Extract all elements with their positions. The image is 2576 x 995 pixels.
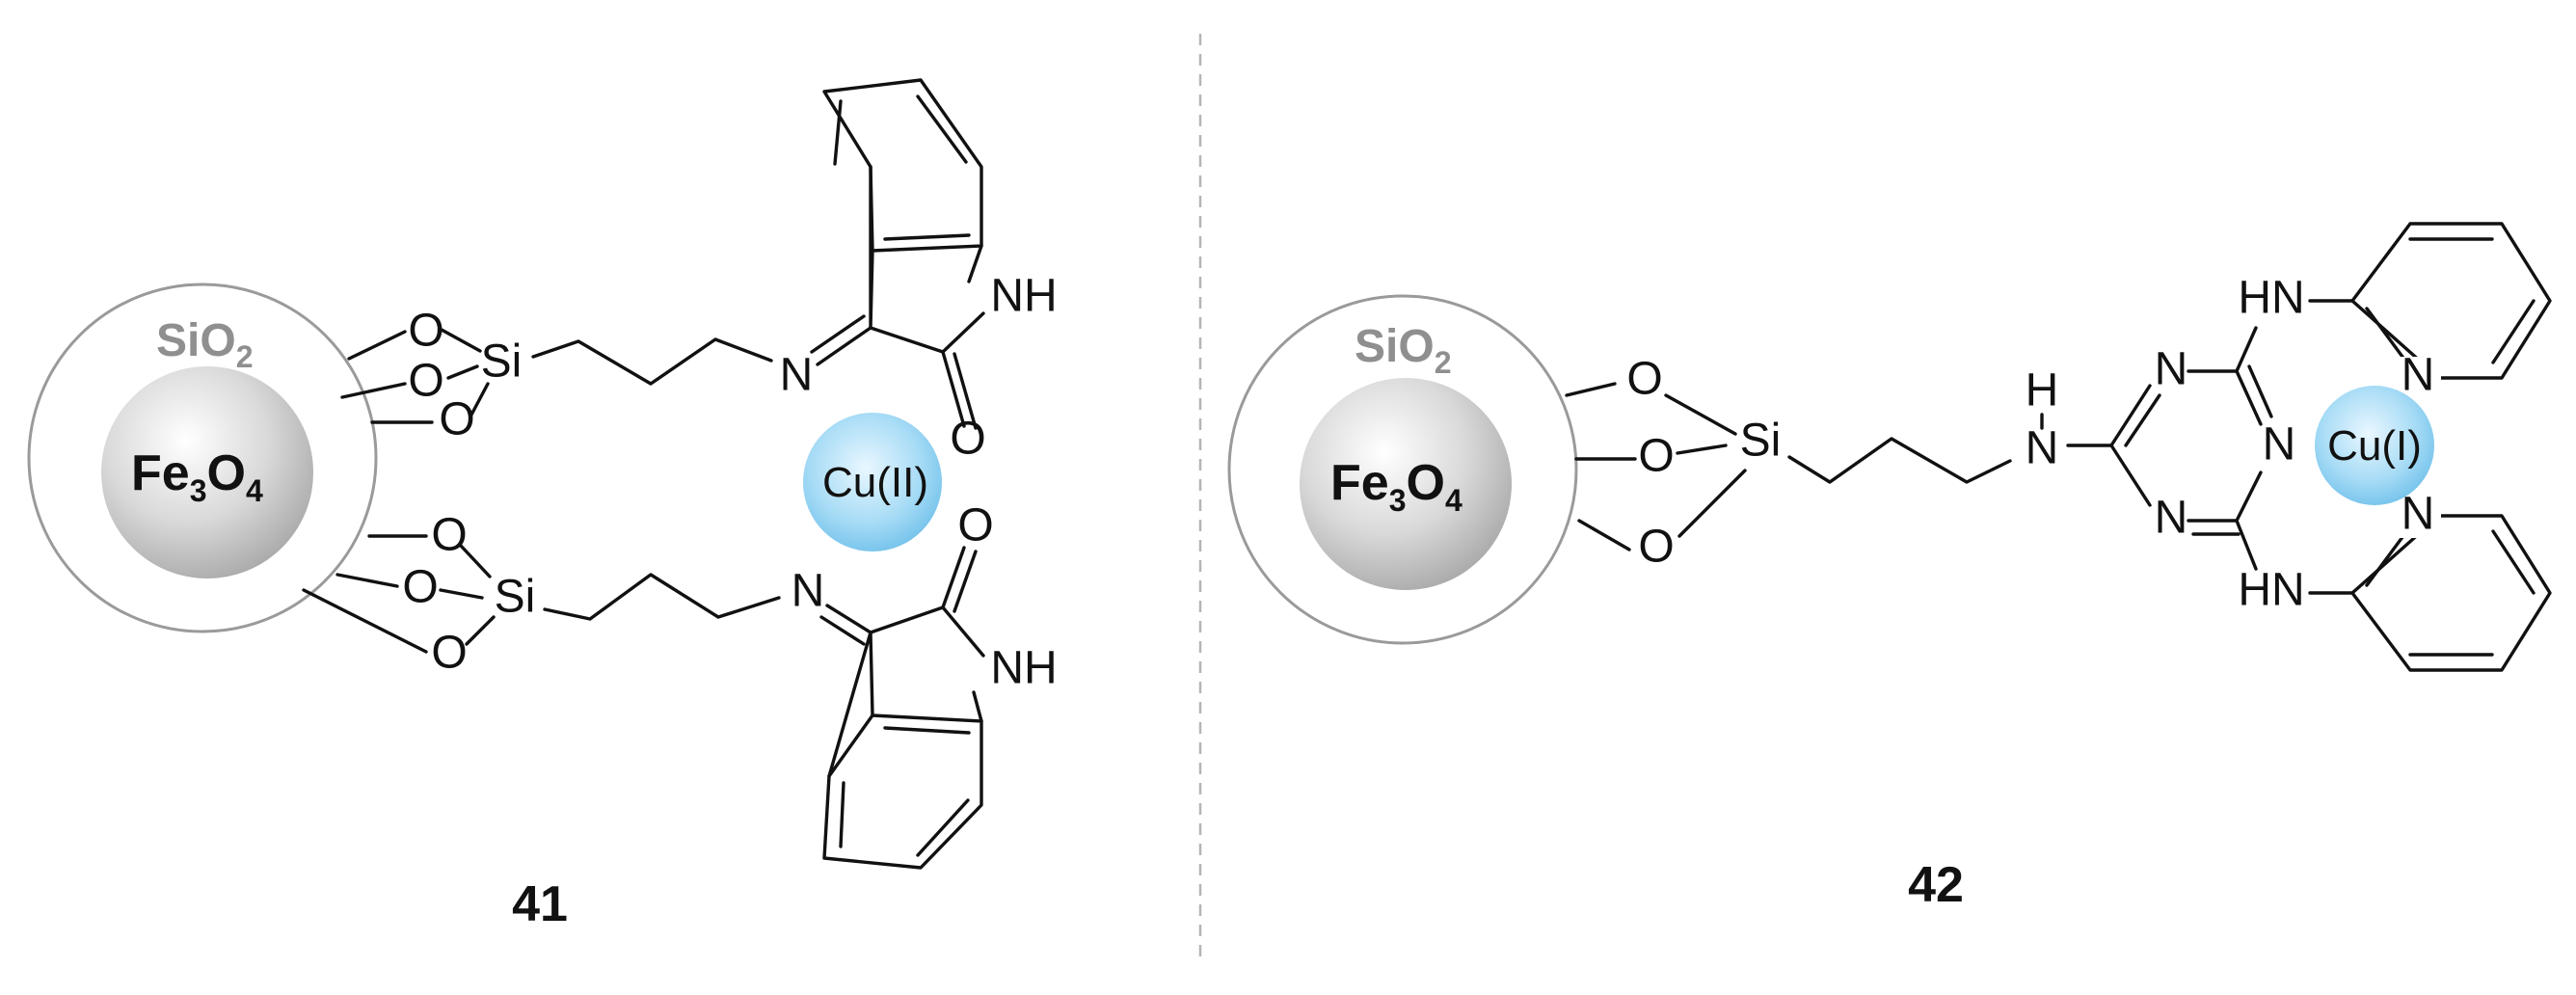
- lower-silane-anchor: O O O Si: [302, 510, 536, 679]
- amine-nitrogen: N: [2026, 423, 2059, 474]
- magnetite-core: [101, 366, 313, 578]
- silicon-atom: Si: [1740, 416, 1782, 467]
- oxygen-atom: O: [408, 356, 443, 407]
- hn-group: HN: [2238, 565, 2304, 616]
- oxygen-atom: O: [1638, 431, 1674, 482]
- oxygen-atom: O: [439, 394, 474, 445]
- copper-ii-ion: [803, 413, 942, 551]
- upper-isatin-ligand: N O NH: [531, 78, 1058, 465]
- shell-label: SiO2: [1355, 321, 1451, 380]
- pyridine-nitrogen: N: [2402, 489, 2435, 540]
- silicon-atom: Si: [481, 336, 523, 388]
- propylamine-linker: H N: [1787, 365, 2113, 484]
- oxygen-atom: O: [431, 510, 467, 561]
- core-label: Fe3O4: [1330, 455, 1462, 518]
- carbonyl-oxygen: O: [950, 414, 985, 465]
- shell-label: SiO2: [156, 315, 253, 374]
- oxygen-atom: O: [1638, 522, 1674, 573]
- silane-anchor: O O O Si: [1565, 354, 1782, 573]
- lower-pyridylamine: HN N: [2235, 489, 2552, 672]
- copper-i-label: Cu(I): [2327, 422, 2422, 470]
- triazine-ring: N N N: [2109, 344, 2296, 544]
- carbonyl-oxygen: O: [957, 500, 993, 551]
- oxygen-atom: O: [408, 306, 443, 357]
- triazine-nitrogen: N: [2155, 344, 2188, 395]
- silicon-atom: Si: [495, 572, 536, 623]
- upper-pyridylamine: HN N: [2235, 222, 2552, 401]
- silica-shell: [27, 282, 378, 633]
- compound-number: 42: [1908, 857, 1964, 913]
- copper-ii-label: Cu(II): [822, 459, 928, 506]
- triazine-nitrogen: N: [2263, 419, 2296, 471]
- imine-nitrogen: N: [780, 350, 814, 401]
- hn-group: HN: [2238, 273, 2304, 324]
- oxygen-atom: O: [1626, 354, 1662, 405]
- lower-isatin-ligand: N O NH: [543, 500, 1058, 870]
- pyridine-nitrogen: N: [2402, 350, 2435, 401]
- magnetite-core: [1300, 378, 1512, 590]
- triazine-nitrogen: N: [2155, 493, 2188, 544]
- amide-nh: NH: [990, 271, 1057, 322]
- oxygen-atom: O: [431, 628, 467, 679]
- oxygen-atom: O: [402, 562, 438, 613]
- amide-nh: NH: [990, 643, 1057, 694]
- copper-i-ion: [2315, 386, 2434, 505]
- core-label: Fe3O4: [131, 445, 263, 508]
- silica-shell: [1227, 294, 1578, 645]
- compound-42: SiO2 Fe3O4 O O O Si H N: [1227, 222, 2552, 913]
- imine-nitrogen: N: [792, 566, 825, 617]
- upper-silane-anchor: O O O Si: [340, 306, 523, 445]
- compound-41: SiO2 Fe3O4 O O O Si N O NH: [27, 78, 1058, 932]
- compound-number: 41: [512, 876, 568, 932]
- amine-hydrogen: H: [2026, 365, 2059, 417]
